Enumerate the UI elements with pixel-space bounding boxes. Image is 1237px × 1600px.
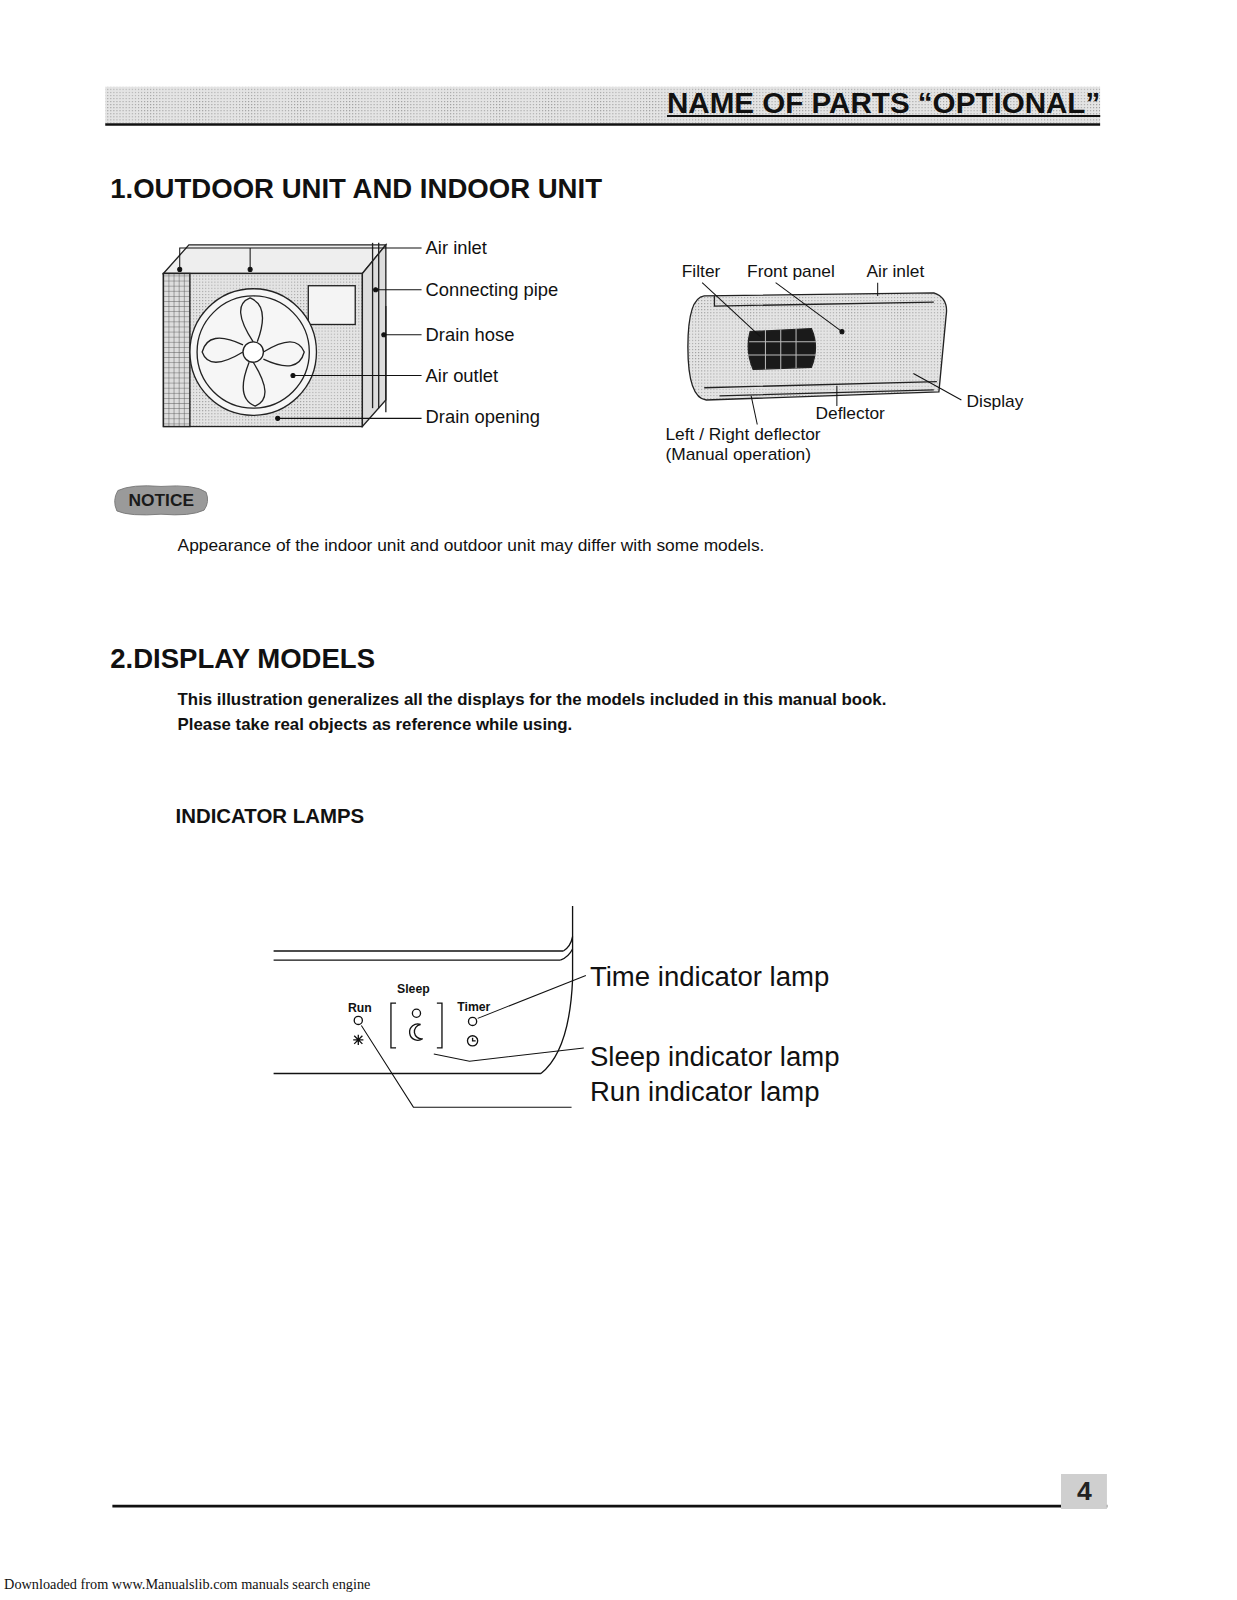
part-label: 2.DISPLAY MODELS xyxy=(110,643,375,675)
part-label: Deflector xyxy=(815,404,884,424)
part-label: Drain opening xyxy=(426,406,540,427)
page-number-box: 4 xyxy=(1061,1474,1107,1509)
part-label: Display xyxy=(967,392,1024,412)
part-label: Time indicator lamp xyxy=(590,961,829,993)
part-label: INDICATOR LAMPS xyxy=(176,805,365,828)
header-band xyxy=(105,87,1100,124)
part-label: Drain hose xyxy=(426,324,515,345)
part-label: Sleep indicator lamp xyxy=(590,1041,840,1073)
notice-badge: NOTICE xyxy=(112,484,210,517)
part-label: Air outlet xyxy=(426,365,498,386)
display-leaders xyxy=(361,976,585,1108)
part-label: Please take real objects as reference wh… xyxy=(178,715,573,734)
indoor-unit xyxy=(688,293,947,400)
header-rule xyxy=(105,123,1100,126)
outdoor-unit xyxy=(163,243,385,427)
part-label: Appearance of the indoor unit and outdoo… xyxy=(178,536,765,556)
part-label: This illustration generalizes all the di… xyxy=(178,690,887,709)
node-text: 4 xyxy=(1077,1476,1092,1507)
part-label: Sleep xyxy=(397,982,430,996)
footer-rule xyxy=(112,1505,1107,1508)
part-label: Timer xyxy=(457,1000,490,1014)
page-title: NAME OF PARTS “OPTIONAL” xyxy=(667,86,1100,120)
outdoor-leaders xyxy=(178,248,422,420)
node-text: NOTICE xyxy=(128,490,194,511)
part-label: Filter xyxy=(682,262,721,282)
indoor-leaders xyxy=(702,283,961,425)
part-label: Air inlet xyxy=(426,237,487,258)
display-panel xyxy=(274,906,573,1073)
part-label: 1.OUTDOOR UNIT AND INDOOR UNIT xyxy=(110,173,602,205)
part-label: Run indicator lamp xyxy=(590,1076,820,1108)
part-label: Downloaded from www.Manualslib.com manua… xyxy=(4,1576,370,1592)
part-label: Run xyxy=(348,1001,372,1015)
part-label: Front panel xyxy=(747,262,835,282)
part-label: Air inlet xyxy=(867,262,925,282)
part-label: Connecting pipe xyxy=(426,279,559,300)
part-label: Left / Right deflector (Manual operation… xyxy=(665,425,869,465)
